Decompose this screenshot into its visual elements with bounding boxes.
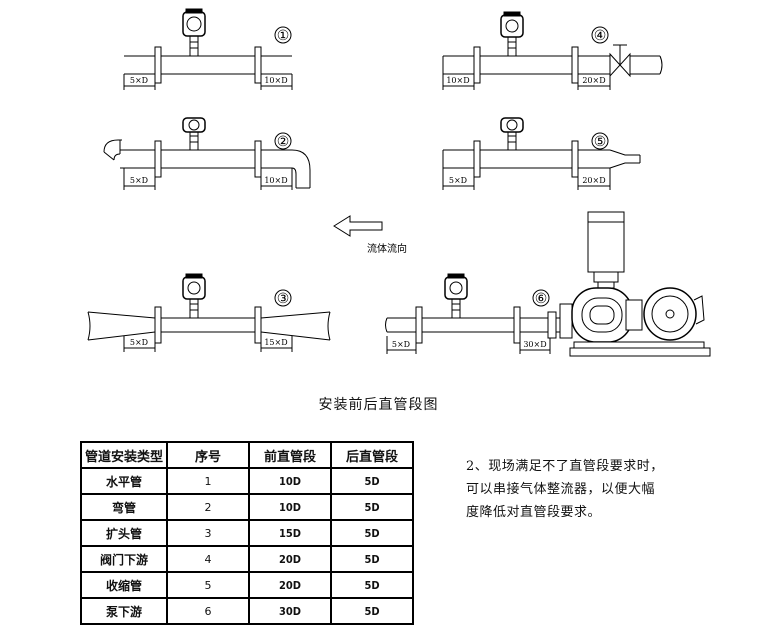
upstream-label-1: 5×D bbox=[130, 76, 148, 85]
marker-1: ① bbox=[277, 28, 290, 44]
cell-number: 5 bbox=[166, 571, 250, 599]
flowmeter-icon bbox=[500, 117, 524, 151]
table-row: 泵下游 6 30D 5D bbox=[80, 597, 414, 625]
upstream-label-4: 10×D bbox=[446, 76, 469, 85]
table-row: 扩头管 3 15D 5D bbox=[80, 519, 414, 547]
cell-upstream: 20D bbox=[248, 545, 332, 573]
header-upstream: 前直管段 bbox=[248, 441, 332, 469]
flowmeter-icon bbox=[182, 117, 206, 151]
flowmeter-icon bbox=[182, 273, 206, 319]
installation-4 bbox=[442, 11, 663, 90]
cell-type: 收缩管 bbox=[80, 571, 168, 599]
table-row: 收缩管 5 20D 5D bbox=[80, 571, 414, 599]
cell-type: 阀门下游 bbox=[80, 545, 168, 573]
upstream-label-5: 5×D bbox=[449, 176, 467, 185]
marker-4: ④ bbox=[594, 28, 607, 44]
valve-icon bbox=[609, 44, 631, 78]
installation-diagram: ① 5×D 10×D ② 5×D 10×D ③ 5×D 15×D ④ 10×D … bbox=[87, 8, 711, 357]
flowmeter-icon bbox=[182, 8, 206, 57]
cell-downstream: 5D bbox=[330, 597, 414, 625]
flowmeter-icon bbox=[500, 11, 524, 57]
upstream-label-2: 5×D bbox=[130, 176, 148, 185]
upstream-label-6: 5×D bbox=[392, 340, 410, 349]
installation-3 bbox=[87, 273, 331, 352]
header-number: 序号 bbox=[166, 441, 250, 469]
cell-downstream: 5D bbox=[330, 493, 414, 521]
downstream-label-5: 20×D bbox=[582, 176, 605, 185]
installation-1 bbox=[123, 8, 293, 90]
table-row: 弯管 2 10D 5D bbox=[80, 493, 414, 521]
cell-type: 扩头管 bbox=[80, 519, 168, 547]
downstream-label-3: 15×D bbox=[264, 338, 287, 347]
installation-2 bbox=[103, 117, 311, 190]
cell-type: 弯管 bbox=[80, 493, 168, 521]
table-header-row: 管道安装类型 序号 前直管段 后直管段 bbox=[80, 441, 414, 469]
downstream-label-1: 10×D bbox=[264, 76, 287, 85]
cell-number: 4 bbox=[166, 545, 250, 573]
installation-5 bbox=[442, 117, 641, 190]
cell-number: 1 bbox=[166, 467, 250, 495]
cell-type: 泵下游 bbox=[80, 597, 168, 625]
header-install-type: 管道安装类型 bbox=[80, 441, 168, 469]
cell-number: 6 bbox=[166, 597, 250, 625]
cell-upstream: 15D bbox=[248, 519, 332, 547]
diagram-caption: 安装前后直管段图 bbox=[318, 397, 439, 413]
flowmeter-icon bbox=[444, 273, 468, 319]
note-line: 2、现场满足不了直管段要求时， bbox=[466, 459, 664, 474]
cell-downstream: 5D bbox=[330, 571, 414, 599]
cell-number: 2 bbox=[166, 493, 250, 521]
cell-type: 水平管 bbox=[80, 467, 168, 495]
marker-6: ⑥ bbox=[535, 291, 548, 307]
cell-upstream: 20D bbox=[248, 571, 332, 599]
marker-5: ⑤ bbox=[594, 134, 607, 150]
marker-3: ③ bbox=[277, 291, 290, 307]
installation-note: 2、现场满足不了直管段要求时， 可以串接气体整流器，以便大幅 度降低对直管段要求… bbox=[466, 455, 726, 524]
downstream-label-6: 30×D bbox=[523, 340, 546, 349]
note-line: 度降低对直管段要求。 bbox=[466, 505, 602, 520]
header-downstream: 后直管段 bbox=[330, 441, 414, 469]
straight-pipe-table: 管道安装类型 序号 前直管段 后直管段 水平管 1 10D 5D 弯管 2 10… bbox=[80, 441, 414, 625]
cell-downstream: 5D bbox=[330, 467, 414, 495]
table-row: 阀门下游 4 20D 5D bbox=[80, 545, 414, 573]
cell-downstream: 5D bbox=[330, 545, 414, 573]
cell-upstream: 30D bbox=[248, 597, 332, 625]
cell-upstream: 10D bbox=[248, 493, 332, 521]
downstream-label-2: 10×D bbox=[264, 176, 287, 185]
upstream-label-3: 5×D bbox=[130, 338, 148, 347]
downstream-label-4: 20×D bbox=[582, 76, 605, 85]
flow-direction-label: 流体流向 bbox=[367, 242, 407, 255]
note-line: 可以串接气体整流器，以便大幅 bbox=[466, 482, 656, 497]
cell-number: 3 bbox=[166, 519, 250, 547]
pump-icon bbox=[559, 211, 711, 357]
cell-downstream: 5D bbox=[330, 519, 414, 547]
installation-6 bbox=[385, 211, 711, 357]
table-row: 水平管 1 10D 5D bbox=[80, 467, 414, 495]
marker-2: ② bbox=[277, 134, 290, 150]
cell-upstream: 10D bbox=[248, 467, 332, 495]
flow-arrow-icon bbox=[333, 215, 383, 237]
